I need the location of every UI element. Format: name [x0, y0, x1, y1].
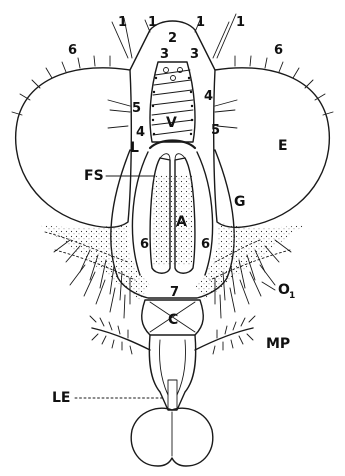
label-5-right: 5: [211, 123, 220, 138]
label-O-sub: 1: [289, 291, 295, 301]
maxillary-palp-left: [90, 316, 150, 354]
label-1-b: 1: [148, 15, 157, 30]
proboscis-inner: [159, 340, 185, 395]
eye-margin-bristles: [12, 56, 333, 115]
label-4-right: 4: [204, 89, 213, 104]
label-6-top-left: 6: [68, 43, 77, 58]
label-FS: FS: [84, 168, 104, 184]
label-6-right: 6: [201, 237, 210, 252]
prestomum: [168, 380, 177, 410]
proboscis-outline: [149, 335, 195, 410]
label-2: 2: [168, 31, 177, 46]
genal-stipple-left: [40, 222, 150, 300]
label-V: V: [166, 115, 177, 131]
label-1-a: 1: [118, 15, 127, 30]
label-A: A: [176, 214, 187, 230]
label-MP: MP: [266, 336, 290, 352]
label-C: C: [168, 312, 178, 328]
label-1-c: 1: [196, 15, 205, 30]
label-E: E: [278, 138, 288, 154]
label-6-top-right: 6: [274, 43, 283, 58]
label-LE: LE: [52, 390, 70, 406]
label-5-left: 5: [132, 101, 141, 116]
ocelli: [164, 68, 183, 81]
label-6-left: 6: [140, 237, 149, 252]
maxillary-palp-right: [195, 316, 255, 354]
label-3-left: 3: [160, 47, 169, 62]
label-G: G: [234, 194, 246, 210]
label-4-left: 4: [136, 125, 145, 140]
label-L: L: [130, 140, 139, 156]
label-1-d: 1: [236, 15, 245, 30]
label-3-right: 3: [190, 47, 199, 62]
label-7: 7: [170, 285, 179, 300]
